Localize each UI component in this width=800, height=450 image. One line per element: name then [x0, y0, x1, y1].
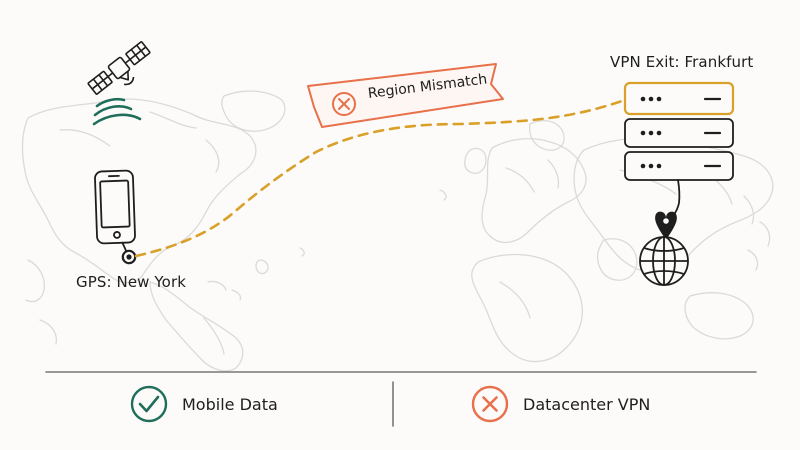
vpn-exit-label: VPN Exit: Frankfurt — [610, 53, 754, 71]
legend-datacenter-vpn: Datacenter VPN — [471, 382, 650, 426]
server-unit-top — [623, 81, 735, 116]
check-circle-icon — [130, 385, 168, 423]
x-circle-icon — [332, 92, 356, 116]
phone-gps-label: GPS: New York — [76, 273, 186, 291]
server-unit-middle — [624, 118, 734, 148]
signal-waves-icon — [92, 97, 142, 126]
legend-label: Datacenter VPN — [523, 394, 651, 414]
legend-mobile-data: Mobile Data — [130, 382, 278, 426]
server-unit-bottom — [624, 151, 734, 181]
world-map-background — [21, 90, 774, 372]
phone-icon — [94, 169, 136, 257]
location-pin-icon — [655, 211, 677, 240]
globe-icon — [639, 236, 689, 286]
server-stack-icon — [623, 81, 735, 217]
satellite-icon — [87, 41, 151, 95]
x-circle-icon — [471, 385, 509, 423]
legend-label: Mobile Data — [182, 394, 278, 414]
route-line — [134, 99, 624, 258]
gps-node — [121, 249, 137, 265]
region-mismatch-banner — [307, 63, 504, 128]
